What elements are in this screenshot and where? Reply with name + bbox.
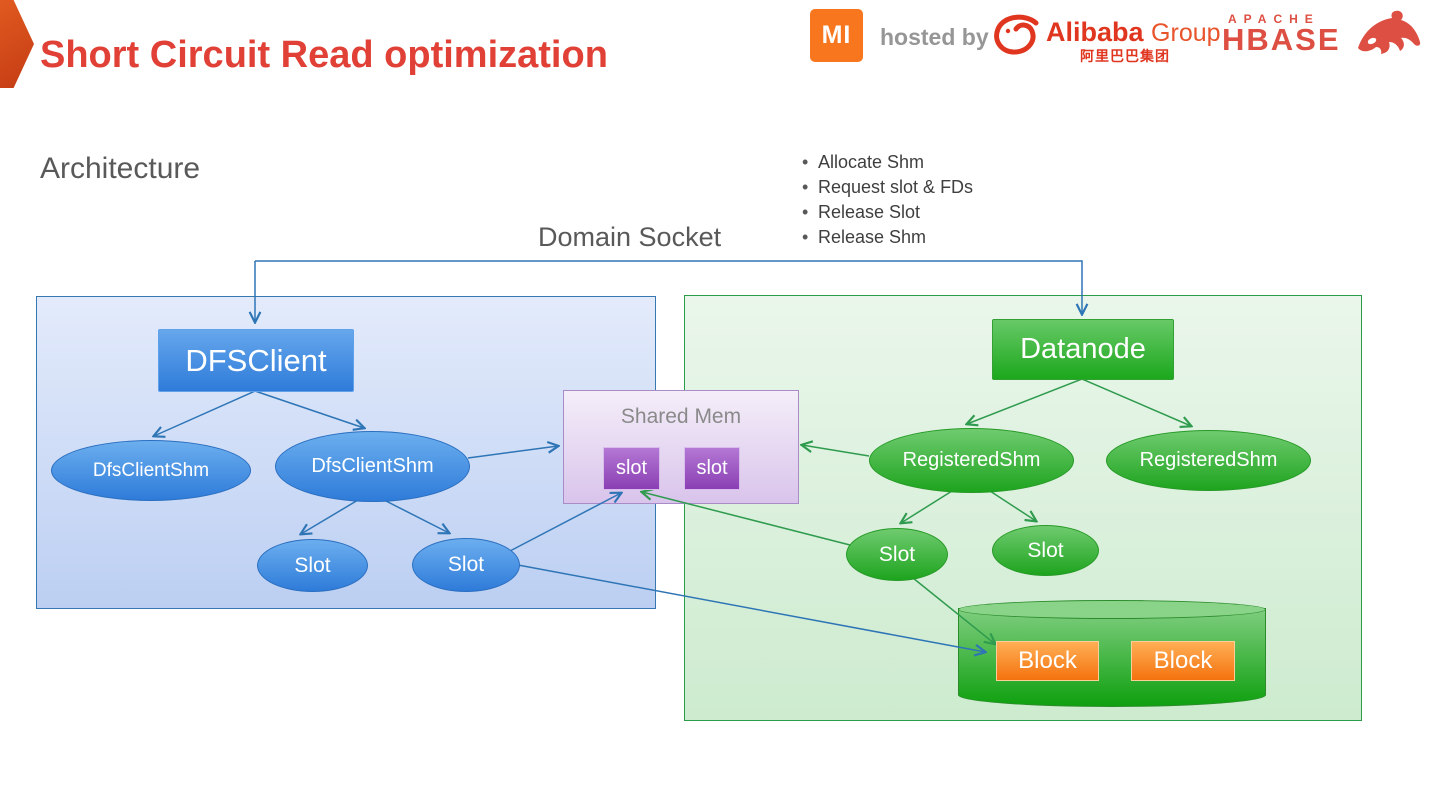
hosted-by-label: hosted by xyxy=(880,24,989,50)
bullet-item: Allocate Shm xyxy=(800,150,973,175)
section-title: Architecture xyxy=(40,152,201,185)
shared-mem-slot-1: slot xyxy=(603,447,660,490)
datanode-slot-node-2: Slot xyxy=(992,525,1099,576)
shared-mem-slot-2: slot xyxy=(684,447,740,490)
slide-accent-chevron-icon xyxy=(0,0,34,88)
registeredshm-node-2: RegisteredShm xyxy=(1106,430,1311,491)
domain-socket-bullet-list: Allocate Shm Request slot & FDs Release … xyxy=(800,150,973,250)
page-title: Short Circuit Read optimization xyxy=(40,34,608,76)
block-node-2: Block xyxy=(1131,641,1235,681)
shared-mem-box: Shared Mem xyxy=(563,390,799,504)
bullet-item: Request slot & FDs xyxy=(800,175,973,200)
datanode-slot-node-1: Slot xyxy=(846,528,948,581)
alibaba-wordmark: Alibaba Group xyxy=(1046,17,1221,48)
alibaba-name: Alibaba xyxy=(1046,17,1144,47)
bullet-item: Release Shm xyxy=(800,225,973,250)
hbase-orca-icon xyxy=(1352,8,1424,67)
alibaba-logo-mark-icon xyxy=(990,13,1046,64)
dfsclient-node: DFSClient xyxy=(158,329,354,392)
datanode-node: Datanode xyxy=(992,319,1174,380)
xiaomi-logo-text: MI xyxy=(821,21,852,49)
xiaomi-logo: MI xyxy=(810,9,863,62)
block-storage-cylinder-top xyxy=(958,600,1266,619)
hbase-wordmark: HBASE xyxy=(1222,22,1341,57)
registeredshm-node-1: RegisteredShm xyxy=(869,428,1074,493)
domain-socket-label: Domain Socket xyxy=(538,222,722,252)
bullet-item: Release Slot xyxy=(800,200,973,225)
dfsclientshm-node-1: DfsClientShm xyxy=(51,440,251,501)
dfsclientshm-node-2: DfsClientShm xyxy=(275,431,470,502)
shared-mem-title: Shared Mem xyxy=(620,405,742,428)
apache-label: APACHE xyxy=(1228,12,1320,26)
client-slot-node-1: Slot xyxy=(257,539,368,592)
block-node-1: Block xyxy=(996,641,1099,681)
alibaba-chinese-label: 阿里巴巴集团 xyxy=(1080,48,1170,64)
client-slot-node-2: Slot xyxy=(412,538,520,592)
alibaba-group-label: Group xyxy=(1151,19,1221,47)
